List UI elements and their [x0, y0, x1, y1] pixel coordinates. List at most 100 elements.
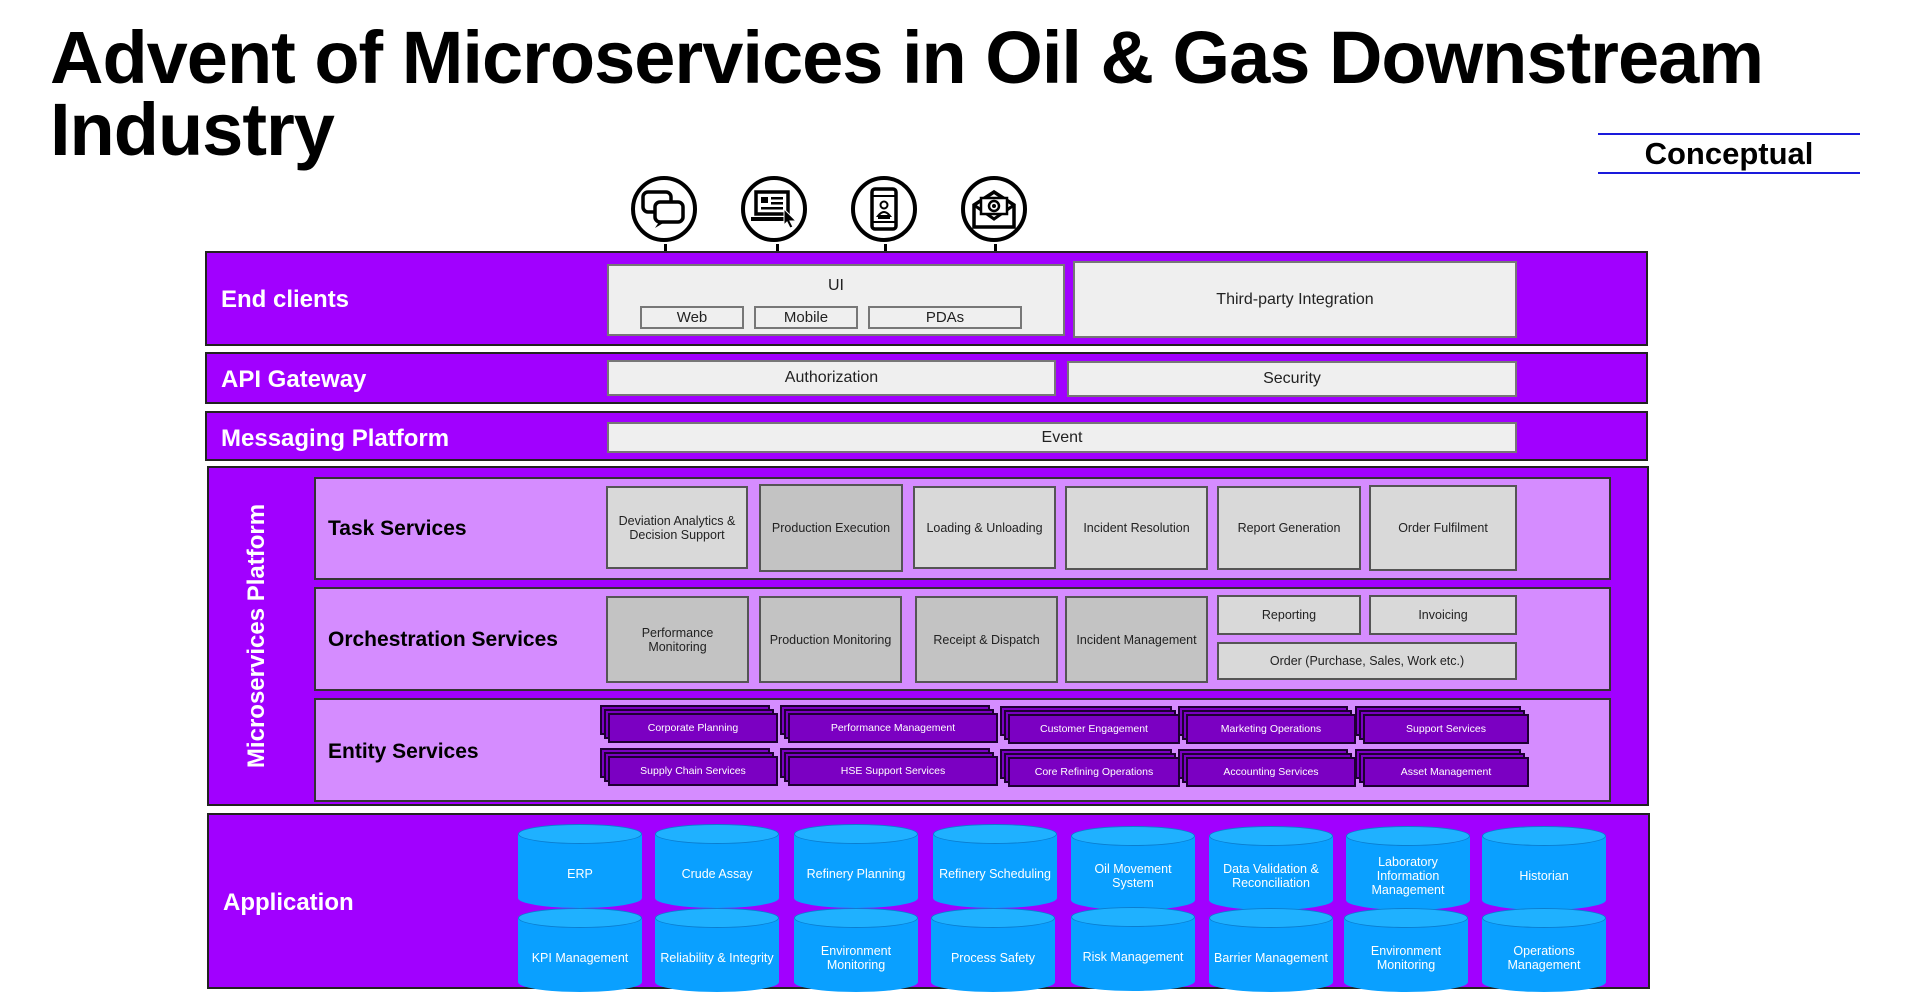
application-db-label: KPI Management — [531, 951, 629, 965]
entity-stack: Customer Engagement — [1000, 706, 1180, 744]
api-gateway-label: API Gateway — [221, 366, 367, 393]
application-db-label: Process Safety — [950, 951, 1036, 965]
application-db: Risk Management — [1071, 907, 1195, 991]
entity-item: Corporate Planning — [608, 713, 778, 743]
entity-stack: Corporate Planning — [600, 705, 778, 743]
ui-box: UI Web Mobile PDAs — [607, 264, 1065, 336]
entity-item: Customer Engagement — [1008, 714, 1180, 744]
entity-stack: HSE Support Services — [780, 748, 998, 786]
application-band: Application ERP Crude Assay Refinery Pla… — [207, 813, 1650, 992]
orchestration-item: Order (Purchase, Sales, Work etc.) — [1217, 642, 1517, 680]
entity-item: Core Refining Operations — [1008, 757, 1180, 787]
application-db-label: Barrier Management — [1214, 951, 1328, 965]
mobile-phone-icon — [851, 176, 917, 242]
connector-line — [776, 244, 779, 254]
application-db: Historian — [1482, 826, 1606, 910]
application-db: Refinery Planning — [794, 824, 918, 908]
authorization-box: Authorization — [607, 360, 1056, 396]
connector-line — [994, 244, 997, 254]
application-db-label: Historian — [1519, 869, 1569, 883]
application-db: Data Validation & Reconciliation — [1209, 826, 1333, 910]
microservices-platform-band: Microservices Platform Task Services Dev… — [207, 466, 1649, 806]
application-db: ERP — [518, 824, 642, 908]
entity-stack: Supply Chain Services — [600, 748, 778, 786]
connector-line — [884, 244, 887, 254]
orchestration-item: Reporting — [1217, 595, 1361, 635]
entity-item: Supply Chain Services — [608, 756, 778, 786]
entity-stack: Core Refining Operations — [1000, 749, 1180, 787]
task-item: Order Fulfilment — [1369, 485, 1517, 571]
application-db: Process Safety — [931, 908, 1055, 992]
pdas-channel: PDAs — [868, 306, 1022, 329]
end-clients-label: End clients — [221, 286, 350, 313]
entity-stack: Asset Management — [1355, 749, 1531, 787]
task-item: Production Execution — [759, 484, 903, 572]
page-title: Advent of Microservices in Oil & Gas Dow… — [50, 16, 1764, 171]
application-db-label: Reliability & Integrity — [660, 951, 774, 965]
entity-services-label: Entity Services — [328, 740, 479, 763]
entity-item: Support Services — [1363, 714, 1529, 744]
task-item: Loading & Unloading — [913, 486, 1056, 569]
task-item: Deviation Analytics & Decision Support — [606, 486, 748, 569]
entity-services-band: Entity Services Corporate Planning Perfo… — [314, 698, 1611, 802]
security-box: Security — [1067, 361, 1517, 397]
application-db-label: Crude Assay — [681, 867, 753, 881]
entity-stack: Support Services — [1355, 706, 1531, 744]
entity-item: Accounting Services — [1186, 757, 1356, 787]
orchestration-services-label: Orchestration Services — [328, 628, 558, 651]
task-item: Incident Resolution — [1065, 486, 1208, 570]
event-box: Event — [607, 422, 1517, 453]
application-label: Application — [223, 889, 354, 916]
microservices-platform-label: Microservices Platform — [243, 503, 270, 769]
application-db: Refinery Scheduling — [933, 824, 1057, 908]
connector-line — [664, 244, 667, 254]
orchestration-item: Production Monitoring — [759, 596, 902, 683]
laptop-cursor-icon — [741, 176, 807, 242]
end-clients-band: End clients UI Web Mobile PDAs Third-par… — [205, 251, 1648, 346]
messaging-platform-label: Messaging Platform — [221, 425, 450, 452]
task-services-label: Task Services — [328, 517, 467, 540]
application-db-label: Oil Movement System — [1094, 862, 1172, 890]
entity-stack: Marketing Operations — [1178, 706, 1356, 744]
entity-item: Asset Management — [1363, 757, 1529, 787]
application-db: Operations Management — [1482, 908, 1606, 992]
application-db: Barrier Management — [1209, 908, 1333, 992]
entity-item: Marketing Operations — [1186, 714, 1356, 744]
entity-stack: Performance Management — [780, 705, 998, 743]
application-db-label: Laboratory Information Management — [1371, 855, 1445, 897]
application-db: Environment Monitoring — [1344, 908, 1468, 992]
microservices-label-wrap: Microservices Platform — [215, 468, 299, 804]
orchestration-item: Performance Monitoring — [606, 596, 749, 683]
api-gateway-band: API Gateway Authorization Security — [205, 352, 1648, 404]
email-icon — [961, 176, 1027, 242]
application-db-label: ERP — [567, 867, 593, 881]
application-db-label: Risk Management — [1082, 950, 1184, 964]
conceptual-badge: Conceptual — [1598, 133, 1860, 174]
third-party-integration: Third-party Integration — [1073, 261, 1517, 338]
application-db: Reliability & Integrity — [655, 908, 779, 992]
application-db-label: Refinery Scheduling — [939, 867, 1051, 881]
application-db: Crude Assay — [655, 824, 779, 908]
ui-label: UI — [828, 277, 844, 294]
application-db-label: Operations Management — [1507, 944, 1581, 972]
application-db-label: Environment Monitoring — [820, 944, 892, 972]
application-db: KPI Management — [518, 908, 642, 992]
entity-stack: Accounting Services — [1178, 749, 1356, 787]
entity-item: Performance Management — [788, 713, 998, 743]
application-db: Environment Monitoring — [794, 908, 918, 992]
chat-bubbles-icon — [631, 176, 697, 242]
entity-item: HSE Support Services — [788, 756, 998, 786]
application-db-label: Environment Monitoring — [1370, 944, 1442, 972]
orchestration-item: Incident Management — [1065, 596, 1208, 683]
task-item: Report Generation — [1217, 486, 1361, 570]
task-services-band: Task Services Deviation Analytics & Deci… — [314, 477, 1611, 580]
orchestration-item: Invoicing — [1369, 595, 1517, 635]
orchestration-services-band: Orchestration Services Performance Monit… — [314, 587, 1611, 691]
orchestration-item: Receipt & Dispatch — [915, 596, 1058, 683]
application-db-label: Data Validation & Reconciliation — [1223, 862, 1319, 890]
mobile-channel: Mobile — [754, 306, 858, 329]
application-db: Oil Movement System — [1071, 826, 1195, 910]
web-channel: Web — [640, 306, 744, 329]
messaging-platform-band: Messaging Platform Event — [205, 411, 1648, 461]
application-db-label: Refinery Planning — [806, 867, 906, 881]
